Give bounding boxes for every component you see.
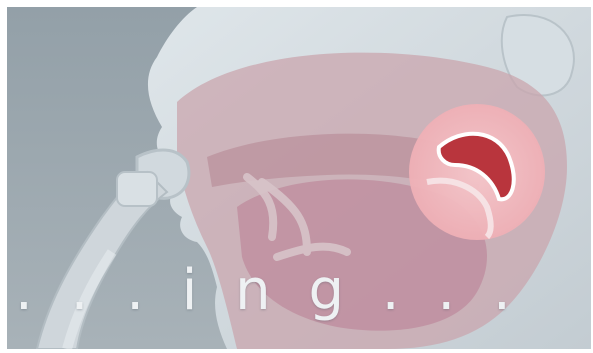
video-frame[interactable]: . . . i n g . . . <box>7 7 591 349</box>
caption-text: . . . i n g . . . <box>15 263 521 319</box>
